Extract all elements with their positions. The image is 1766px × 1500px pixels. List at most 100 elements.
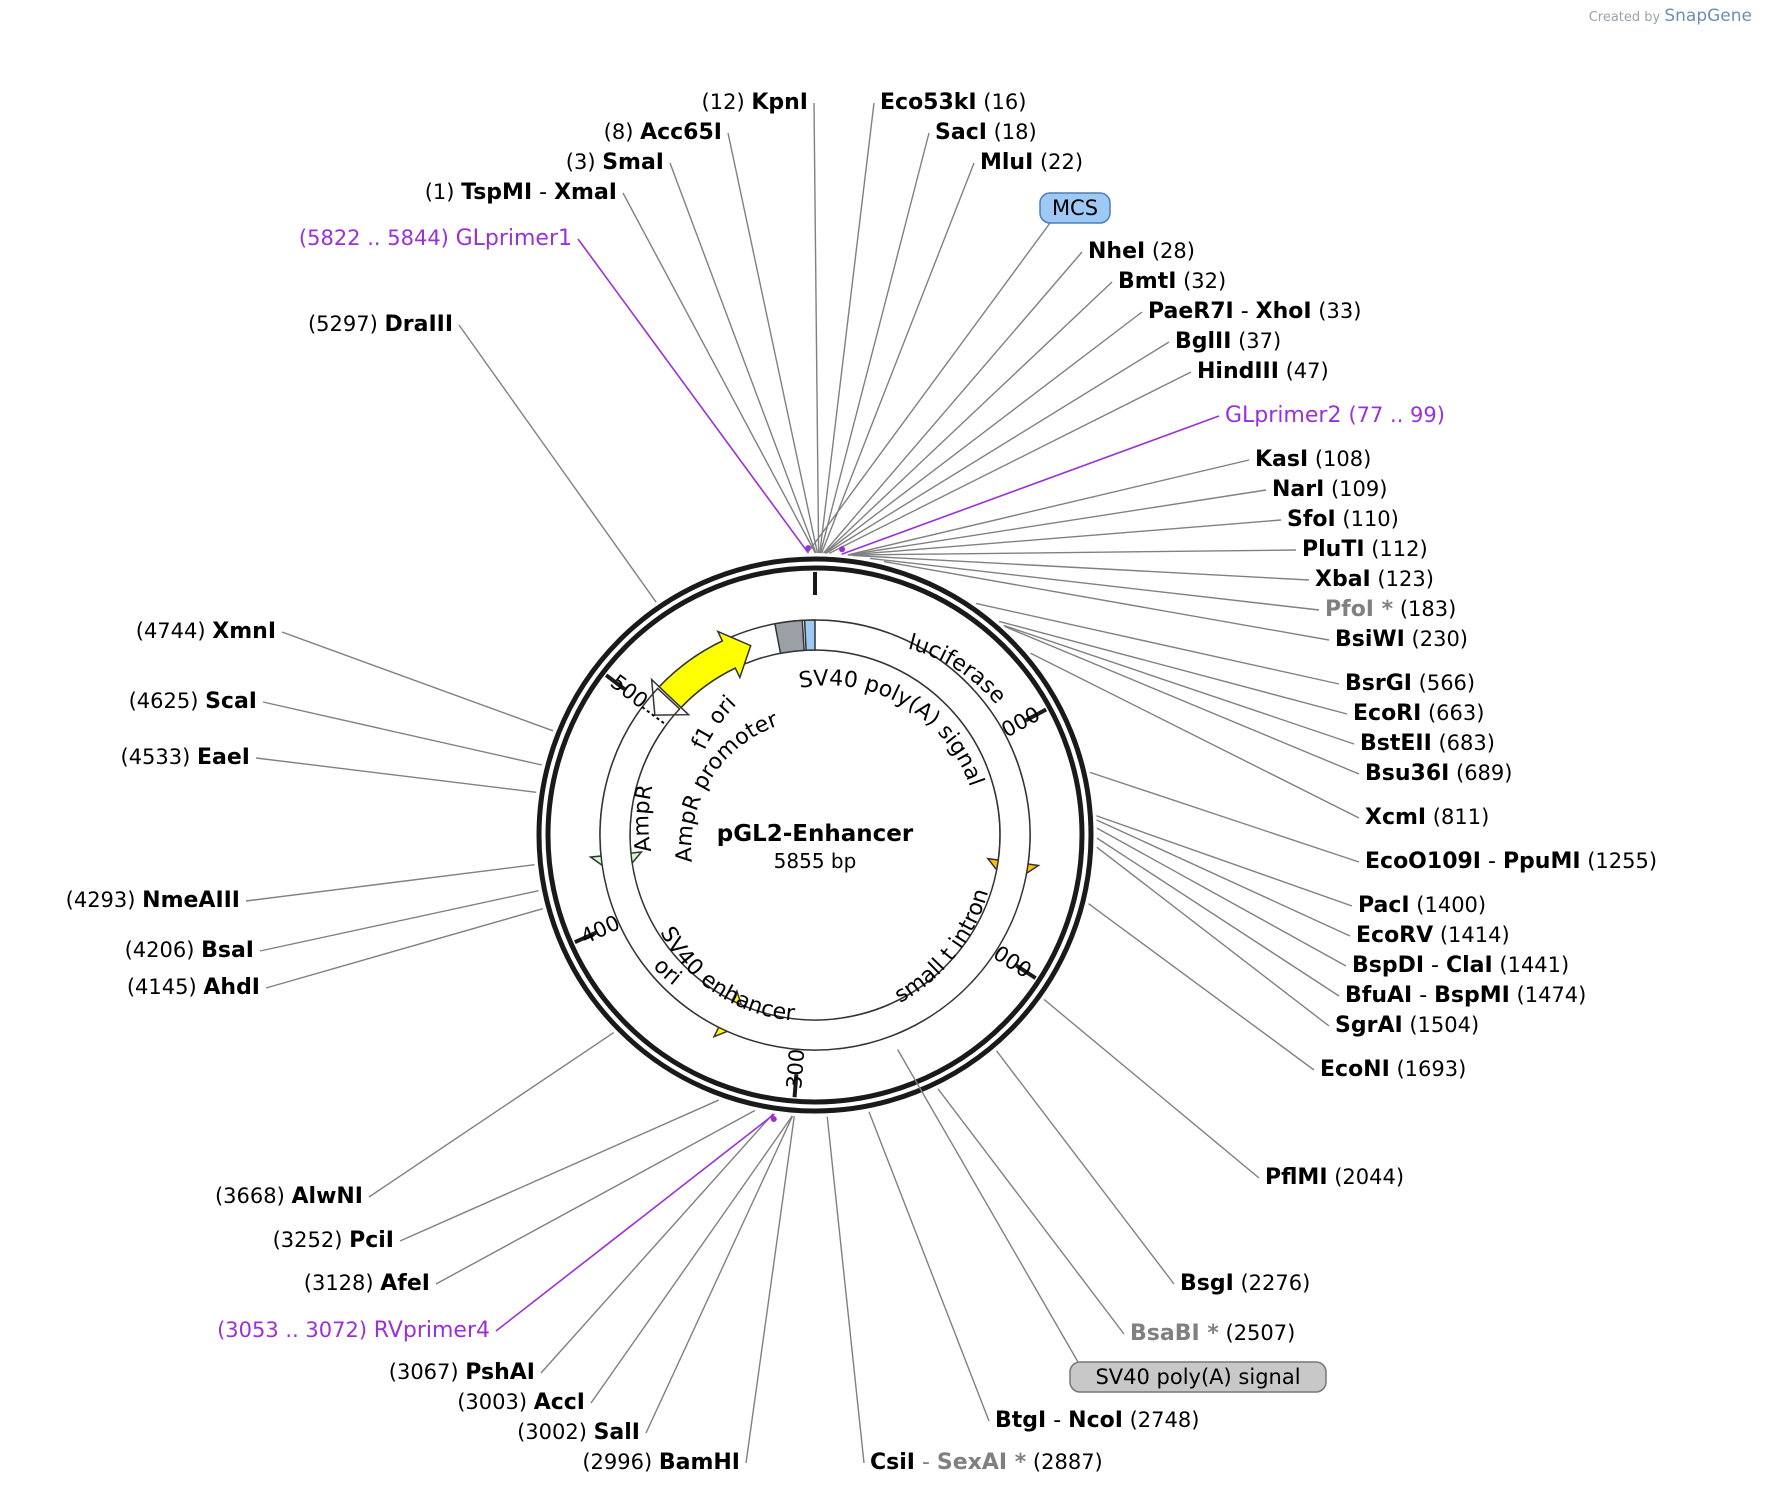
leader-pshai	[540, 1113, 774, 1374]
callout-mcs: MCS	[806, 192, 1111, 554]
site-kasi: KasI (108)	[1255, 447, 1371, 472]
primer-leader-glprimer2	[841, 415, 1220, 556]
leader-bamhi	[745, 1116, 795, 1464]
feature-sv40-enh-box	[773, 619, 805, 655]
feature-mcs-box	[803, 619, 816, 652]
site-ecori: EcoRI (663)	[1353, 701, 1484, 726]
tick-mark-1000	[1024, 707, 1048, 723]
site-acci: (3003) AccI	[457, 1390, 585, 1415]
site-hindiii: HindIII (47)	[1197, 359, 1329, 384]
site-sgrai: SgrAI (1504)	[1335, 1013, 1479, 1038]
primer-leader-lines	[495, 238, 1220, 1332]
leader-bsai	[259, 890, 539, 952]
svg-text:(5297) DraIII: (5297) DraIII	[308, 312, 453, 337]
site-alwni: (3668) AlwNI	[215, 1184, 363, 1209]
site-ahdi: (4145) AhdI	[127, 975, 260, 1000]
site-afei: (3128) AfeI	[304, 1271, 430, 1296]
svg-text:XcmI (811): XcmI (811)	[1365, 805, 1489, 830]
label-ampr: AmpR	[629, 783, 658, 854]
site-csii: CsiI - SexAI * (2887)	[870, 1450, 1103, 1475]
svg-text:(4533) EaeI: (4533) EaeI	[121, 745, 251, 770]
leader-nari	[847, 489, 1267, 556]
svg-text:BsiWI (230): BsiWI (230)	[1335, 627, 1468, 652]
svg-text:BspDI - ClaI (1441): BspDI - ClaI (1441)	[1352, 953, 1569, 978]
site-acc65i: (8) Acc65I	[604, 120, 722, 145]
svg-text:(5822 .. 5844) GLprimer1: (5822 .. 5844) GLprimer1	[299, 226, 572, 251]
site-bfuai: BfuAI - BspMI (1474)	[1345, 983, 1586, 1008]
leader-sgrai	[1096, 846, 1330, 1027]
primer-glprimer2: GLprimer2 (77 .. 99)	[1225, 403, 1445, 428]
leader-mlui	[821, 162, 975, 554]
leader-btgi	[868, 1111, 990, 1422]
leader-bsgi	[995, 1050, 1175, 1285]
leader-bsabi	[937, 1088, 1125, 1335]
site-btgi: BtgI - NcoI (2748)	[995, 1408, 1199, 1433]
leader-sali	[645, 1115, 794, 1434]
site-sfoi: SfoI (110)	[1287, 507, 1399, 532]
site-nhei: NheI (28)	[1088, 239, 1195, 264]
leader-ecorv	[1096, 819, 1351, 937]
site-xbai: XbaI (123)	[1315, 567, 1434, 592]
svg-text:(3252) PciI: (3252) PciI	[273, 1228, 394, 1253]
svg-text:(4293) NmeAIII: (4293) NmeAIII	[66, 888, 240, 913]
svg-text:(3668) AlwNI: (3668) AlwNI	[215, 1184, 363, 1209]
leader-smai	[669, 162, 817, 554]
leader-ecoo109i	[1089, 771, 1360, 863]
leader-tspmi	[622, 192, 816, 554]
svg-text:SacI (18): SacI (18)	[935, 120, 1037, 145]
site-bspdi: BspDI - ClaI (1441)	[1352, 953, 1569, 978]
svg-text:(4206) BsaI: (4206) BsaI	[125, 938, 254, 963]
svg-text:BsrGI (566): BsrGI (566)	[1345, 671, 1475, 696]
svg-text:PaeR7I - XhoI (33): PaeR7I - XhoI (33)	[1148, 299, 1361, 324]
site-eco53ki: Eco53kI (16)	[880, 90, 1026, 115]
ampr-boundary-mark	[641, 706, 667, 726]
svg-text:NheI (28): NheI (28)	[1088, 239, 1195, 264]
svg-text:KasI (108): KasI (108)	[1255, 447, 1371, 472]
site-bmti: BmtI (32)	[1118, 269, 1226, 294]
restriction-site-labels: (12) KpnI (8) Acc65I (3) SmaI (1) TspMI - X…	[66, 90, 1657, 1475]
svg-text:(3067) PshAI: (3067) PshAI	[389, 1360, 535, 1385]
leader-pcii	[399, 1099, 720, 1242]
site-bglii: BglII (37)	[1175, 329, 1281, 354]
svg-text:SgrAI (1504): SgrAI (1504)	[1335, 1013, 1479, 1038]
svg-text:XbaI (123): XbaI (123)	[1315, 567, 1434, 592]
site-xcmi: XcmI (811)	[1365, 805, 1489, 830]
feature-f1-ori	[658, 630, 752, 709]
site-tspmi: (1) TspMI - XmaI	[425, 180, 617, 205]
svg-text:EcoNI (1693): EcoNI (1693)	[1320, 1057, 1466, 1082]
leader-csii	[826, 1116, 865, 1464]
tick-mark-4000	[574, 931, 597, 945]
site-paci: PacI (1400)	[1358, 893, 1486, 918]
plasmid-length: 5855 bp	[774, 849, 857, 873]
site-kpni: (12) KpnI	[702, 90, 808, 115]
leader-draiii	[458, 324, 657, 603]
site-draiii: (5297) DraIII	[308, 312, 453, 337]
backbone-outer-strand	[536, 556, 1094, 1114]
leader-xmni	[281, 631, 554, 732]
site-bamhi: (2996) BamHI	[582, 1450, 740, 1475]
svg-text:(3002) SalI: (3002) SalI	[517, 1420, 640, 1445]
site-econi: EcoNI (1693)	[1320, 1057, 1466, 1082]
svg-text:EcoRI (663): EcoRI (663)	[1353, 701, 1484, 726]
svg-text:(8) Acc65I: (8) Acc65I	[604, 120, 722, 145]
leader-pfoi	[869, 557, 1320, 611]
site-bsabi: BsaBI * (2507)	[1130, 1321, 1295, 1346]
leader-scai	[262, 701, 542, 766]
site-bsu36i: Bsu36I (689)	[1365, 761, 1512, 786]
svg-text:PacI (1400): PacI (1400)	[1358, 893, 1486, 918]
tick-mark-5000	[604, 673, 626, 691]
svg-text:BfuAI - BspMI (1474): BfuAI - BspMI (1474)	[1345, 983, 1586, 1008]
primer-glprimer1: (5822 .. 5844) GLprimer1	[299, 226, 572, 251]
svg-text:BsaBI * (2507): BsaBI * (2507)	[1130, 1321, 1295, 1346]
leader-saci	[819, 132, 930, 554]
svg-text:Bsu36I (689): Bsu36I (689)	[1365, 761, 1512, 786]
leader-pluti	[848, 549, 1297, 556]
leader-acci	[590, 1115, 793, 1404]
svg-text:(3) SmaI: (3) SmaI	[566, 150, 664, 175]
primer-leader-rvprimer4	[495, 1113, 775, 1332]
leader-econi	[1088, 903, 1315, 1071]
site-pluti: PluTI (112)	[1302, 537, 1428, 562]
site-pfoi: PfoI * (183)	[1325, 597, 1456, 622]
leader-bsteii	[1003, 624, 1355, 745]
